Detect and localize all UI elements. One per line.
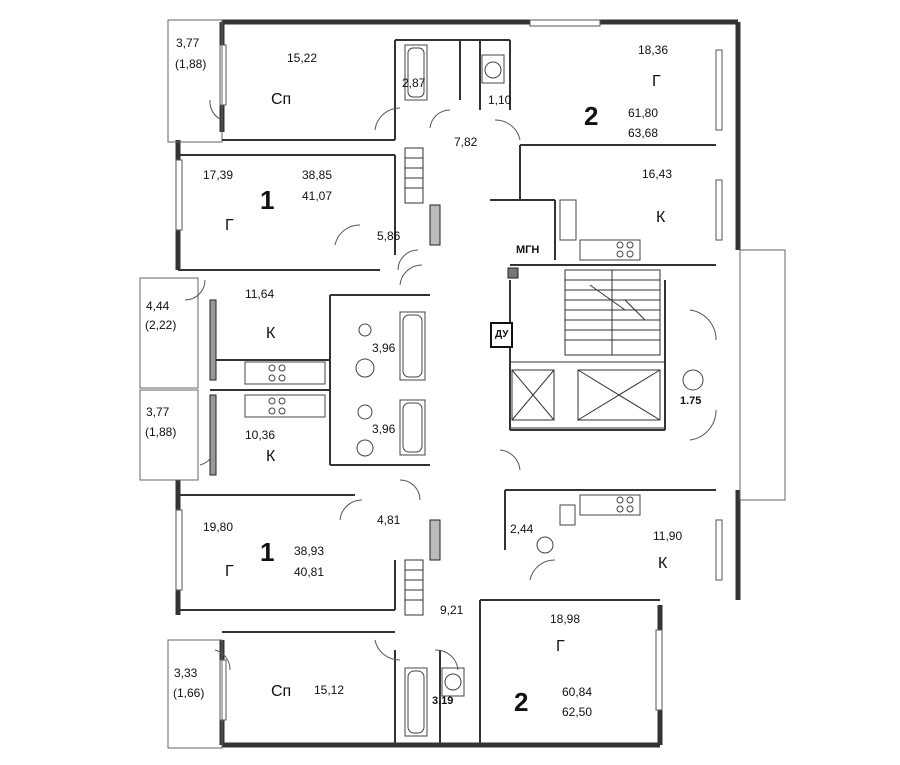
room-area: 2,87 bbox=[402, 76, 426, 90]
apartment-total-area: 41,07 bbox=[302, 189, 333, 203]
room-area: 4,81 bbox=[377, 513, 401, 527]
room-code-living: Г bbox=[652, 73, 661, 90]
room-area: 15,22 bbox=[287, 51, 318, 65]
room-code-kitchen: К bbox=[266, 448, 276, 465]
apartment-living-area: 60,84 bbox=[562, 685, 593, 699]
apartment-living-area: 61,80 bbox=[628, 106, 659, 120]
room-code-living: Г bbox=[225, 217, 234, 234]
room-code-kitchen: К bbox=[658, 555, 668, 572]
room-area: 3,96 bbox=[372, 341, 396, 355]
apartment-rooms-count: 2 bbox=[514, 687, 529, 717]
balcony-outlines bbox=[139, 19, 786, 749]
apartment-living-area: 38,85 bbox=[302, 168, 333, 182]
balcony-4-reduced: (1,66) bbox=[173, 686, 205, 700]
balcony-1-area: 3,77 bbox=[176, 36, 200, 50]
bathroom-fixtures bbox=[355, 44, 704, 737]
windows bbox=[175, 19, 723, 721]
room-area: 9,21 bbox=[440, 603, 464, 617]
smoke-exhaust-sign: ДУ bbox=[490, 322, 514, 348]
apartment-rooms-count: 1 bbox=[260, 537, 275, 567]
apartment-living-area: 38,93 bbox=[294, 544, 325, 558]
mgn-zone-sign: МГН bbox=[516, 244, 540, 256]
room-area: 16,43 bbox=[642, 167, 673, 181]
room-code-kitchen: К bbox=[266, 325, 276, 342]
apartment-total-area: 40,81 bbox=[294, 565, 325, 579]
room-area: 19,80 bbox=[203, 520, 234, 534]
room-area: 3.19 bbox=[432, 695, 454, 707]
room-area: 18,98 bbox=[550, 612, 581, 626]
elevators bbox=[509, 361, 666, 429]
balcony-3-reduced: (1,88) bbox=[145, 425, 177, 439]
balcony-4-area: 3,33 bbox=[174, 666, 198, 680]
balcony-1-reduced: (1,88) bbox=[175, 57, 207, 71]
room-area: 17,39 bbox=[203, 168, 234, 182]
room-area: 10,36 bbox=[245, 428, 276, 442]
room-area: 7,82 bbox=[454, 135, 478, 149]
room-area: 2,44 bbox=[510, 522, 534, 536]
room-code-bedroom: Сп bbox=[271, 91, 292, 108]
room-area: 15,12 bbox=[314, 683, 345, 697]
room-area: 11,64 bbox=[245, 287, 275, 301]
room-code-kitchen: К bbox=[656, 209, 666, 226]
room-area: 1.75 bbox=[680, 395, 702, 407]
apartment-rooms-count: 2 bbox=[584, 101, 599, 131]
balcony-2-reduced: (2,22) bbox=[145, 318, 177, 332]
apartment-rooms-count: 1 bbox=[260, 185, 275, 215]
room-area: 5,86 bbox=[377, 229, 401, 243]
apartment-total-area: 62,50 bbox=[562, 705, 593, 719]
shafts bbox=[209, 204, 519, 561]
room-area: 3,96 bbox=[372, 422, 396, 436]
balcony-3-area: 3,77 bbox=[146, 405, 170, 419]
room-area: 18,36 bbox=[638, 43, 669, 57]
room-area: 1,10 bbox=[488, 93, 512, 107]
balcony-2-area: 4,44 bbox=[146, 299, 170, 313]
kitchen-counters bbox=[244, 239, 641, 516]
stair-flights bbox=[404, 147, 661, 616]
room-code-bedroom: Сп bbox=[271, 683, 292, 700]
apartment-total-area: 63,68 bbox=[628, 126, 659, 140]
room-code-living: Г bbox=[556, 638, 565, 655]
doors bbox=[184, 99, 717, 671]
room-code-living: Г bbox=[225, 563, 234, 580]
interior-walls bbox=[178, 39, 716, 745]
room-area: 11,90 bbox=[653, 529, 683, 543]
